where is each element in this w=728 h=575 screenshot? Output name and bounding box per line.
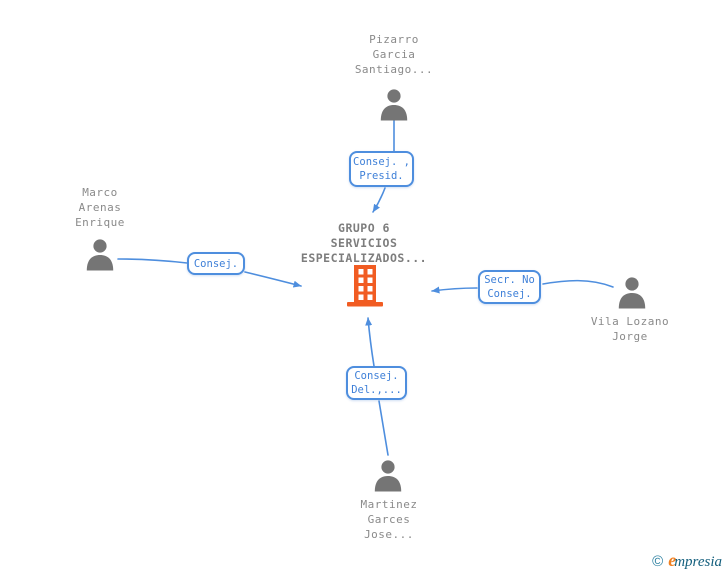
company-name: GRUPO 6 SERVICIOS ESPECIALIZADOS... [254, 221, 474, 266]
edge-label-consej[interactable]: Consej. [187, 252, 245, 275]
brand-name: empresia [668, 550, 722, 571]
person-name-line: Pizarro [369, 33, 419, 46]
person-name-line: Martinez [360, 498, 418, 511]
brand-rest: mpresia [674, 554, 722, 570]
edge-top-segment-out [372, 187, 386, 213]
person-name-pizarro: Pizarro Garcia Santiago... [324, 32, 464, 77]
edge-label-line: Consej. [354, 370, 399, 382]
person-icon[interactable] [83, 238, 117, 271]
building-icon[interactable] [345, 264, 385, 307]
person-name-line: Arenas [78, 201, 122, 214]
edge-label-consej-presid[interactable]: Consej. , Presid. [349, 151, 414, 187]
company-name-line: SERVICIOS [330, 236, 398, 250]
company-name-line: ESPECIALIZADOS... [300, 251, 428, 265]
person-name-marco-arenas: Marco Arenas Enrique [30, 185, 170, 230]
edge-left-segment-in [117, 258, 188, 264]
edge-label-line: Consej. [193, 257, 239, 270]
person-name-vila-lozano: Vila Lozano Jorge [560, 314, 700, 344]
person-icon[interactable] [371, 459, 405, 492]
person-name-martinez: Martinez Garces Jose... [319, 497, 459, 542]
brand-first-letter: e [668, 550, 677, 570]
empresia-logo[interactable]: © empresia [652, 550, 722, 571]
person-name-line: Santiago... [354, 63, 434, 76]
edge-label-line: Consej. [487, 288, 532, 300]
person-icon[interactable] [377, 88, 411, 121]
person-name-line: Garcia [372, 48, 416, 61]
edge-bottom-segment-out [365, 317, 375, 367]
edge-right-segment-in [542, 279, 614, 288]
person-name-line: Enrique [75, 216, 125, 229]
company-name-line: GRUPO 6 [338, 221, 390, 235]
person-name-line: Jorge [612, 330, 648, 343]
person-icon[interactable] [615, 276, 649, 309]
edge-label-line: Presid. [359, 170, 404, 182]
edge-bottom-segment-in [378, 400, 389, 456]
edge-label-secr-no-consej[interactable]: Secr. No Consej. [478, 270, 541, 304]
edge-label-line: Del.,... [351, 384, 402, 396]
person-name-line: Marco [82, 186, 118, 199]
person-name-line: Garces [367, 513, 411, 526]
edge-right-segment-out [431, 286, 478, 294]
edge-label-consej-del[interactable]: Consej. Del.,... [346, 366, 407, 400]
edge-label-line: Secr. No [484, 274, 535, 286]
copyright-symbol: © [652, 553, 664, 570]
edge-left-segment-out [244, 271, 302, 288]
person-name-line: Jose... [364, 528, 414, 541]
edge-label-line: Consej. , [353, 156, 410, 168]
person-name-line: Vila Lozano [590, 315, 670, 328]
